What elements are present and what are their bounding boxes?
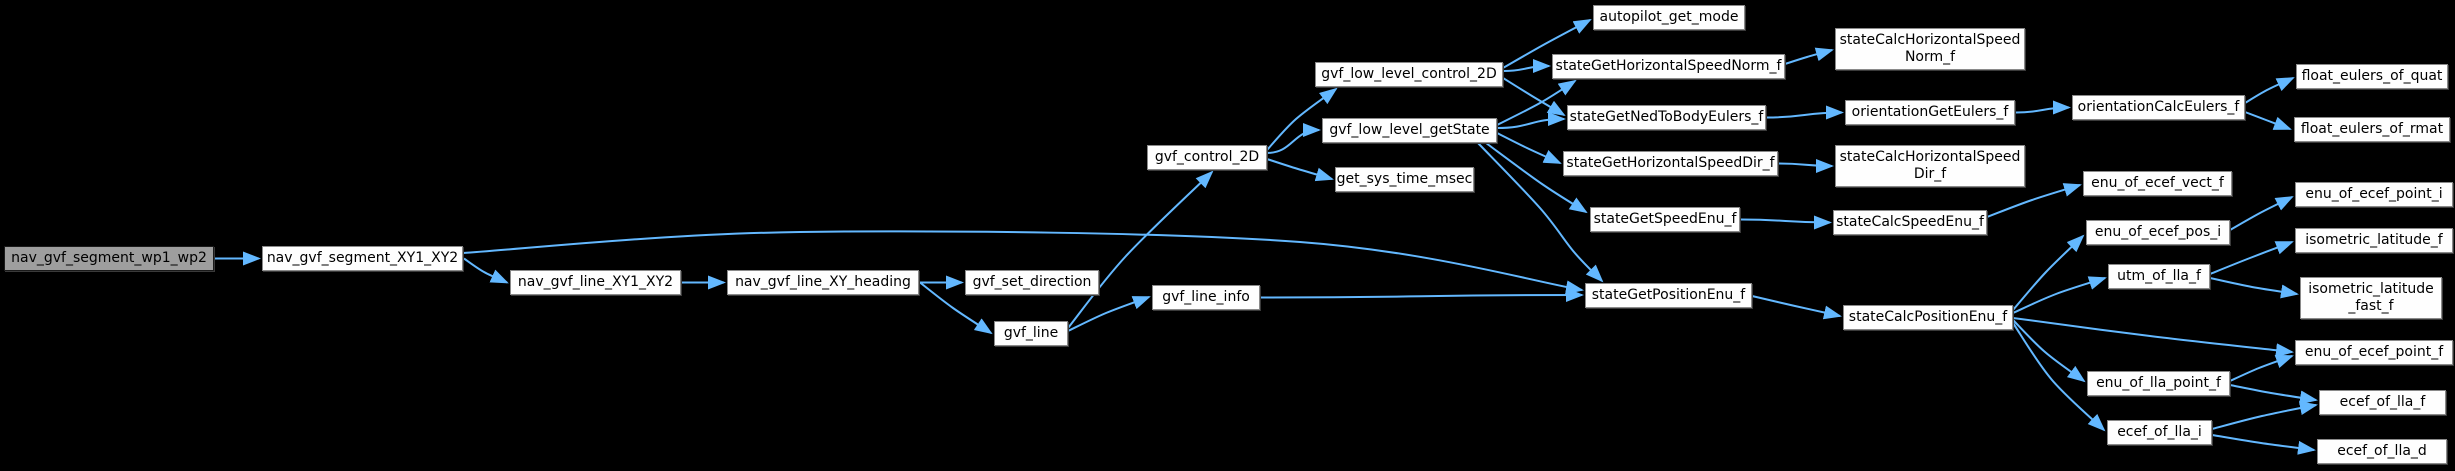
node-gvfline[interactable]: gvf_line (994, 321, 1068, 346)
edge-speedenu-to-calcspeedenu (1740, 215, 1832, 230)
edge-hspeeddir-to-calcdir (1778, 158, 1834, 173)
edge-llc2d-to-hspeednorm (1502, 59, 1551, 74)
node-heading[interactable]: nav_gvf_line_XY_heading (727, 270, 919, 295)
edge-calcpos-to-ecefposi (2012, 234, 2085, 311)
node-origeteulers[interactable]: orientationGetEulers_f (1845, 100, 2015, 125)
node-ecefllai[interactable]: ecef_of_lla_i (2107, 420, 2212, 445)
edge-ecefposi-to-ecefpointi (2229, 196, 2294, 231)
edge-oricalceulers-to-feoq (2244, 77, 2295, 104)
edge-segXY-to-lineXY (463, 257, 509, 284)
node-hspeednorm[interactable]: stateGetHorizontalSpeedNorm_f (1552, 54, 1785, 79)
node-ecefllad[interactable]: ecef_of_lla_d (2317, 439, 2447, 464)
node-llc2d[interactable]: gvf_low_level_control_2D (1315, 62, 1503, 87)
node-ecefpointi[interactable]: enu_of_ecef_point_i (2295, 182, 2453, 207)
edge-llapointf-to-ecefllaf (2229, 384, 2318, 405)
node-isolatfast[interactable]: isometric_latitude _fast_f (2300, 277, 2442, 319)
edge-segXY-to-getpos (462, 230, 1584, 295)
edge-llgetstate-to-speedenu (1485, 142, 1588, 214)
edge-origeteulers-to-oricalceulers (2015, 100, 2071, 115)
node-segXY[interactable]: nav_gvf_segment_XY1_XY2 (262, 246, 463, 271)
edge-nedtobody-to-origeteulers (1766, 105, 1844, 120)
edge-llc2d-to-apmode (1502, 19, 1592, 69)
edge-lineinfo-to-getpos (1260, 288, 1584, 303)
node-calcdir[interactable]: stateCalcHorizontalSpeed Dir_f (1835, 145, 2025, 187)
node-ecefllaf[interactable]: ecef_of_lla_f (2319, 390, 2446, 415)
node-ecefposi[interactable]: enu_of_ecef_pos_i (2086, 220, 2230, 245)
edge-oricalceulers-to-feor (2244, 111, 2292, 130)
node-ecefpointf[interactable]: enu_of_ecef_point_f (2295, 340, 2453, 365)
edge-llgetstate-to-hspeeddir (1496, 132, 1562, 164)
edge-utmlla-to-isolatfast (2209, 277, 2299, 299)
node-llapointf[interactable]: enu_of_lla_point_f (2087, 371, 2230, 396)
edge-getpos-to-calcpos (1751, 295, 1842, 320)
edge-heading-to-gvfline (919, 281, 993, 335)
edge-gvfline-to-control2d (1067, 170, 1214, 329)
edge-control2d-to-systime (1266, 158, 1334, 182)
edge-utmlla-to-isolat (2209, 241, 2294, 275)
node-oricalceulers[interactable]: orientationCalcEulers_f (2072, 95, 2245, 120)
edge-llgetstate-to-getpos (1477, 142, 1604, 283)
node-calcspeedenu[interactable]: stateCalcSpeedEnu_f (1833, 210, 1987, 235)
node-isolat[interactable]: isometric_latitude_f (2295, 228, 2453, 253)
edge-calcpos-to-ecefllai (2012, 322, 2106, 432)
edge-llapointf-to-ecefpointf (2229, 354, 2294, 382)
edge-llgetstate-to-nedtobody (1496, 112, 1566, 129)
node-utmlla[interactable]: utm_of_lla_f (2108, 264, 2210, 289)
node-feoq[interactable]: float_eulers_of_quat (2296, 64, 2448, 89)
node-lineinfo[interactable]: gvf_line_info (1152, 285, 1260, 310)
edge-hspeednorm-to-calcnorm (1784, 47, 1834, 65)
edge-control2d-to-llgetstate (1266, 123, 1321, 154)
node-systime[interactable]: get_sys_time_msec (1335, 167, 1474, 192)
node-setdir[interactable]: gvf_set_direction (965, 270, 1099, 295)
edge-calcspeedenu-to-ecefvect (1986, 183, 2082, 218)
node-apmode[interactable]: autopilot_get_mode (1593, 5, 1745, 30)
node-calcpos[interactable]: stateCalcPositionEnu_f (1843, 305, 2013, 330)
node-nedtobody[interactable]: stateGetNedToBodyEulers_f (1567, 105, 1766, 130)
node-lineXY[interactable]: nav_gvf_line_XY1_XY2 (510, 270, 681, 295)
edge-gvfline-to-lineinfo (1067, 296, 1151, 332)
node-hspeeddir[interactable]: stateGetHorizontalSpeedDir_f (1563, 151, 1778, 176)
node-ecefvect[interactable]: enu_of_ecef_vect_f (2083, 171, 2232, 196)
edge-ecefllai-to-ecefllaf (2211, 401, 2318, 430)
edge-calcpos-to-llapointf (2012, 319, 2086, 383)
edge-calcpos-to-utmlla (2012, 276, 2107, 314)
node-wp1wp2: nav_gvf_segment_wp1_wp2 (4, 246, 214, 271)
edge-calcpos-to-ecefpointf (2012, 317, 2294, 358)
edge-ecefllai-to-ecefllad (2211, 434, 2316, 455)
node-control2d[interactable]: gvf_control_2D (1147, 145, 1267, 170)
node-calcnorm[interactable]: stateCalcHorizontalSpeed Norm_f (1835, 28, 2025, 70)
node-speedenu[interactable]: stateGetSpeedEnu_f (1590, 207, 1740, 232)
edge-control2d-to-llc2d (1266, 87, 1338, 151)
node-feor[interactable]: float_eulers_of_rmat (2294, 117, 2450, 142)
edge-llc2d-to-nedtobody (1502, 77, 1566, 117)
node-llgetstate[interactable]: gvf_low_level_getState (1322, 118, 1497, 143)
node-getpos[interactable]: stateGetPositionEnu_f (1585, 283, 1752, 308)
edge-llgetstate-to-hspeednorm (1496, 79, 1577, 126)
